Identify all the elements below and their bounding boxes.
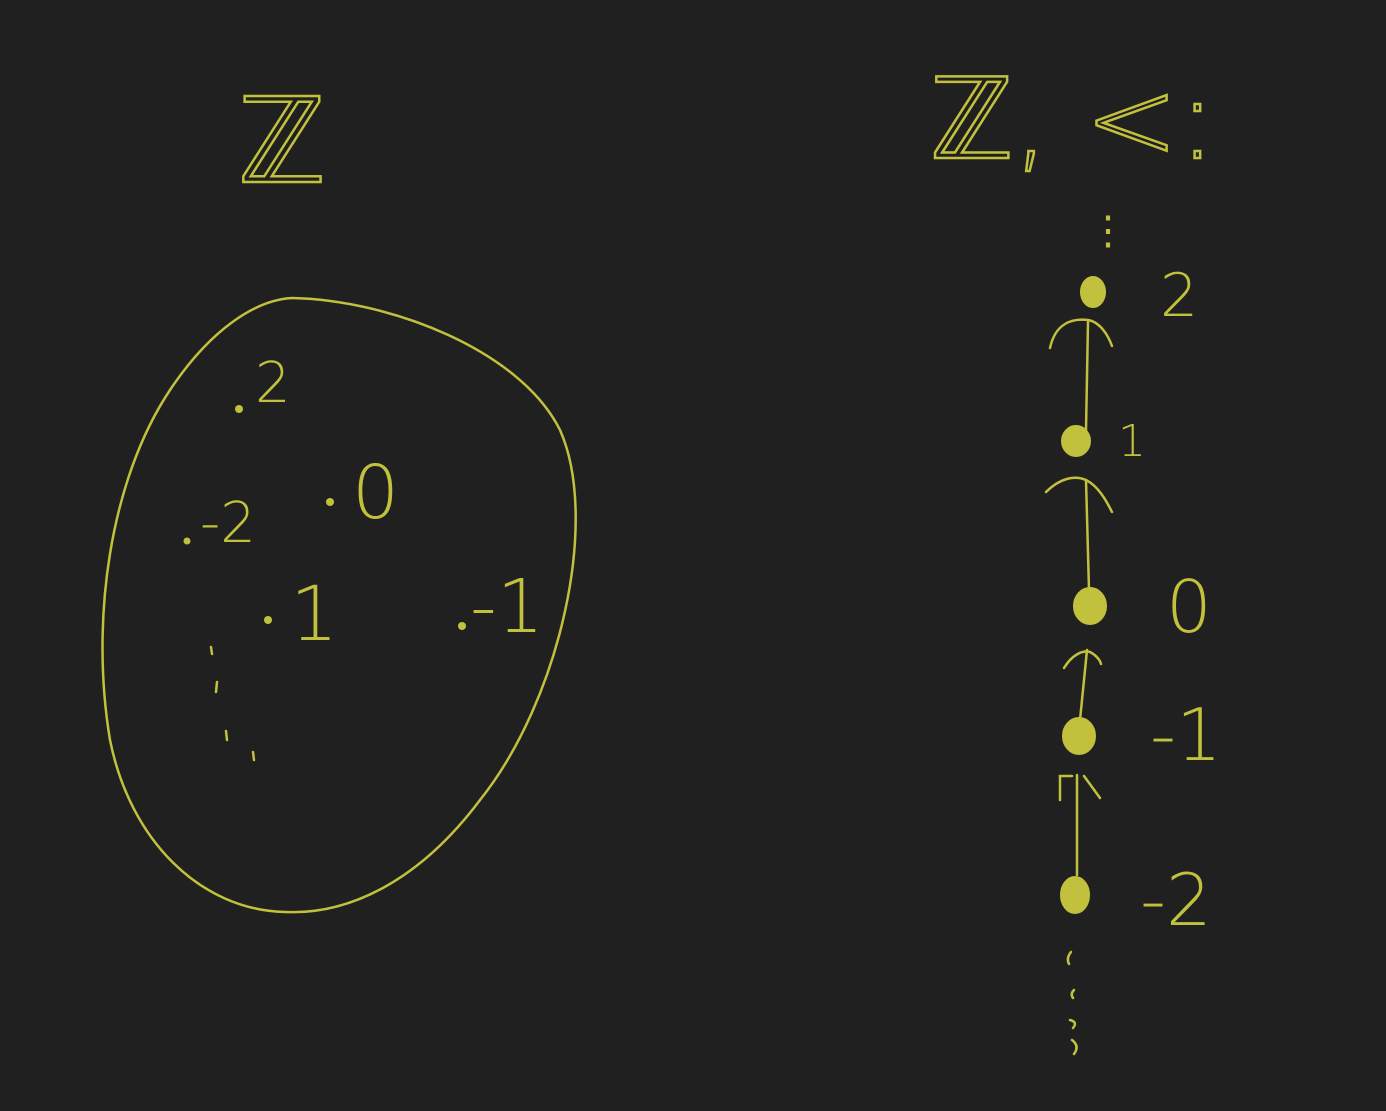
- element-label-neg2: -2: [200, 491, 256, 556]
- element-dot-1: [264, 616, 272, 624]
- element-label-1: 1: [290, 569, 338, 658]
- bottom-ellipsis: ⋮: [1200, 1060, 1201, 1061]
- chain-label-neg2: -2: [1140, 858, 1212, 942]
- chain-node-1: [1061, 425, 1091, 457]
- element-label-neg1: -1: [470, 564, 544, 650]
- right-panel: ℤ, <: ⋮ 2 1 0 -1 -2: [929, 54, 1222, 1061]
- set-z-title: ℤ: [238, 72, 326, 210]
- chain-node-neg1: [1062, 717, 1096, 755]
- ordered-set-title: ℤ, <:: [930, 55, 1216, 185]
- chain-node-0: [1073, 587, 1107, 625]
- top-ellipsis: ⋮: [1088, 208, 1128, 254]
- element-label-0: 0: [352, 450, 399, 536]
- bottom-ellipsis-marks: [1066, 950, 1078, 1056]
- chain-node-neg2: [1060, 876, 1090, 914]
- element-label-2: 2: [255, 351, 291, 416]
- left-panel: ℤ 2 0 -2 1 -1: [101, 71, 577, 914]
- element-dot-neg1: [458, 622, 466, 630]
- chain-arrows: [1044, 318, 1114, 877]
- chain-label-2: 2: [1160, 261, 1198, 331]
- chain-node-2: [1080, 276, 1106, 308]
- element-dot-0: [326, 498, 334, 506]
- chain-nodes: [1060, 276, 1107, 914]
- element-dot-neg2: [183, 537, 191, 545]
- chain-label-1: 1: [1118, 416, 1146, 467]
- set-boundary: [101, 296, 577, 914]
- chain-label-neg1: -1: [1150, 693, 1222, 777]
- element-dot-2: [235, 405, 243, 413]
- chain-label-0: 0: [1166, 565, 1212, 649]
- left-ellipsis: [209, 645, 256, 762]
